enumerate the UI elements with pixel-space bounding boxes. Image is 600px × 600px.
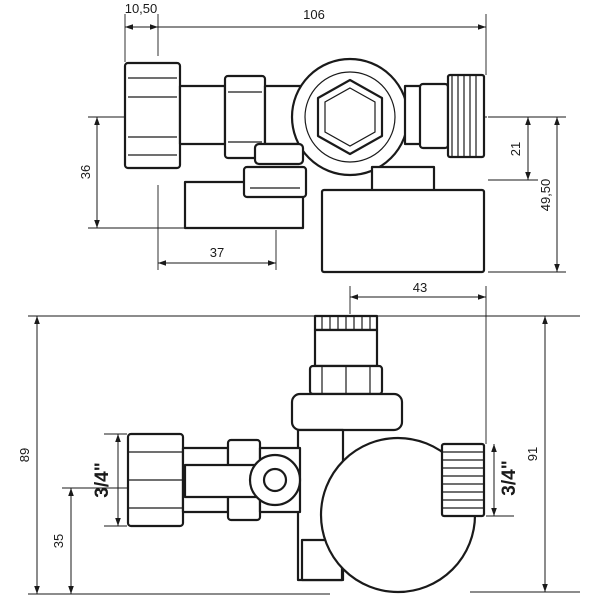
dim-10-50: 10,50 — [124, 1, 159, 62]
dim-label-91: 91 — [525, 447, 540, 461]
front-view: 43 89 91 35 3/4" — [17, 280, 580, 595]
dim-label-89: 89 — [17, 448, 32, 462]
top-left-nut — [123, 61, 182, 170]
thread-label-left: 3/4" — [92, 462, 113, 497]
dim-label-10-50: 10,50 — [125, 1, 158, 16]
dim-label-43: 43 — [413, 280, 427, 295]
dim-label-36: 36 — [78, 165, 93, 179]
dim-label-37: 37 — [210, 245, 224, 260]
front-lever — [183, 453, 302, 507]
top-lever-handle — [183, 165, 308, 230]
dim-36: 36 — [78, 116, 184, 229]
dim-43: 43 — [349, 280, 487, 444]
dim-label-49-50: 49,50 — [538, 179, 553, 212]
dim-106: 106 — [158, 7, 487, 75]
dim-thread-left: 3/4" — [92, 433, 127, 527]
top-right-thread — [446, 73, 486, 159]
front-left-nut — [126, 432, 185, 528]
dim-37: 37 — [157, 185, 277, 270]
dim-label-21: 21 — [508, 142, 523, 156]
top-lever-stem — [253, 142, 305, 166]
front-top-fitting — [290, 314, 404, 432]
dim-35: 35 — [51, 487, 127, 594]
dim-21: 21 — [488, 117, 538, 181]
front-right-thread — [440, 442, 486, 518]
dim-label-35: 35 — [51, 534, 66, 548]
top-view: 10,50 106 36 37 21 — [78, 1, 566, 274]
top-cap-neck — [370, 165, 436, 194]
top-central-body — [290, 57, 410, 177]
dim-91: 91 — [378, 315, 580, 593]
dim-label-106: 106 — [303, 7, 325, 22]
dim-89: 89 — [17, 315, 330, 595]
top-left-pipe — [178, 84, 227, 146]
dim-thread-right: 3/4" — [486, 444, 520, 517]
thread-label-right: 3/4" — [499, 460, 520, 495]
top-right-collar — [418, 82, 450, 150]
dim-49-50: 49,50 — [488, 116, 566, 273]
top-cap — [320, 188, 486, 274]
